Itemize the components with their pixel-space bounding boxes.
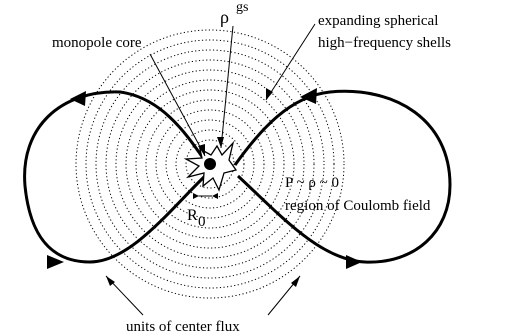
- flux-loops: [23, 89, 452, 264]
- shell-ring: [165, 119, 255, 209]
- pointer-arrowheads: [106, 88, 300, 287]
- high-frequency-shells: [75, 29, 345, 299]
- rho-pointer-head: [217, 137, 224, 148]
- radius-subscript-label: 0: [198, 214, 206, 230]
- arrowhead-right-top: [300, 88, 317, 104]
- pointer-lines: [105, 23, 316, 316]
- rho-pointer-line: [220, 25, 234, 149]
- shell-ring: [105, 59, 315, 269]
- flux-loop-right: [233, 89, 452, 264]
- shell-ring: [145, 99, 275, 229]
- core-pointer-line: [149, 53, 206, 157]
- shells-pointer-line: [265, 23, 316, 101]
- arrowhead-left-top: [70, 91, 86, 106]
- flux-loop-left: [23, 90, 210, 264]
- radius-right-head: [212, 193, 218, 199]
- shells-pointer-head: [266, 88, 273, 100]
- pressure-label: P ~ ρ ~ 0: [285, 175, 339, 191]
- shells-label-line2: high−frequency shells: [318, 35, 451, 51]
- shell-ring: [135, 89, 285, 239]
- shell-ring: [85, 39, 335, 289]
- flux-arrowheads: [47, 88, 362, 269]
- radius-label: R: [187, 207, 198, 224]
- shell-ring: [95, 49, 325, 279]
- shell-ring: [75, 29, 345, 299]
- core-label: monopole core: [52, 35, 142, 51]
- shell-ring: [155, 109, 265, 219]
- shell-ring: [125, 79, 295, 249]
- flux-label: units of center flux: [126, 319, 240, 335]
- arrowhead-left-bottom: [47, 255, 64, 269]
- arrowhead-right-bottom: [346, 255, 362, 269]
- coulomb-label: region of Coulomb field: [285, 198, 431, 214]
- core-pointer-head: [198, 144, 205, 156]
- shells-label-line1: expanding spherical: [318, 13, 438, 29]
- radius-left-head: [193, 193, 199, 199]
- rho-label: ρ: [220, 7, 229, 27]
- monopole-core-dot: [204, 158, 216, 170]
- shell-ring: [115, 69, 305, 259]
- flux-pointer-right-head: [291, 276, 300, 287]
- shell-ring: [175, 129, 245, 199]
- flux-pointer-left-head: [106, 276, 115, 286]
- rho-superscript-label: gs: [236, 0, 248, 15]
